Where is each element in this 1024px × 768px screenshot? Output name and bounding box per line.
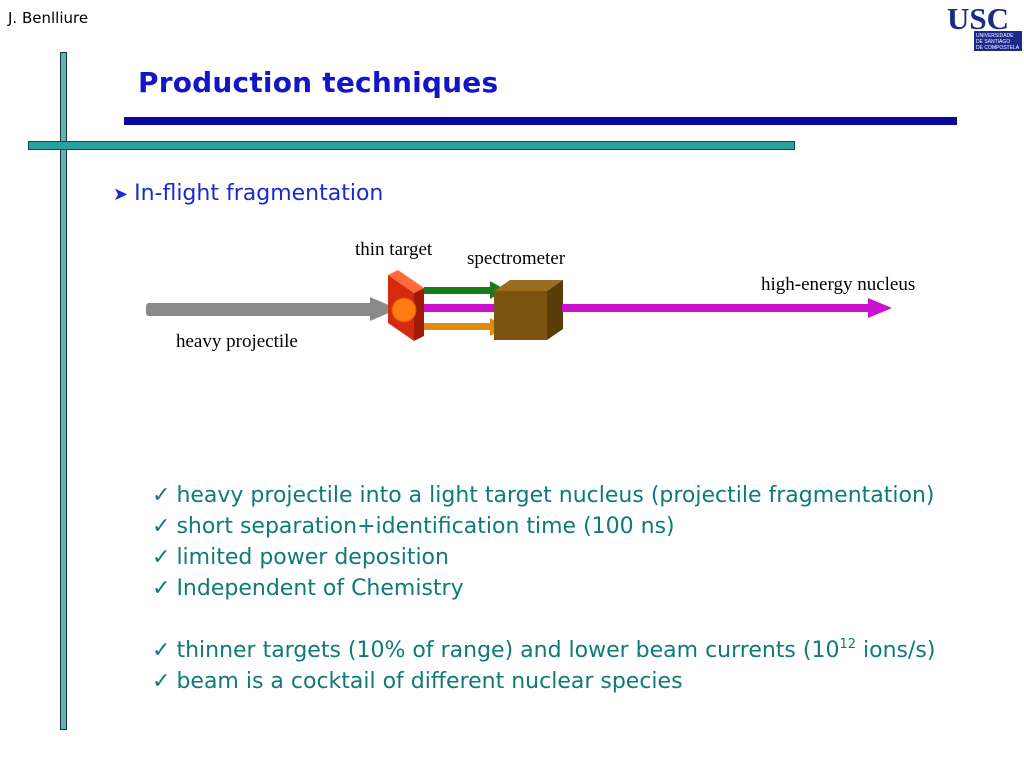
- thin-target: [388, 270, 424, 341]
- fragment-arrow-purple: [424, 304, 504, 312]
- points-list: ✓heavy projectile into a light target nu…: [152, 480, 935, 697]
- logo-subtitle-line-2: DE SANTIAGO: [976, 39, 1010, 45]
- label-high-energy-nucleus: high-energy nucleus: [761, 274, 915, 295]
- high-energy-arrow: [562, 298, 892, 318]
- list-spacer: [152, 604, 935, 635]
- main-bullet-text: In-flight fragmentation: [134, 181, 384, 206]
- label-thin-target: thin target: [355, 239, 433, 260]
- list-item: ✓beam is a cocktail of different nuclear…: [152, 669, 683, 694]
- logo-subtitle-box: [974, 31, 1022, 51]
- author-name: J. Benlliure: [8, 9, 89, 27]
- check-icon: ✓: [152, 483, 171, 508]
- slide-title: Production techniques: [138, 66, 499, 99]
- arrow-bullet-icon: ➤: [113, 184, 129, 205]
- usc-logo: USC UNIVERSIDADE DE SANTIAGO DE COMPOSTE…: [947, 2, 1022, 51]
- fragment-arrow-green: [424, 281, 506, 299]
- horizontal-decor-line: [28, 141, 795, 150]
- title-underline-bar: [124, 117, 957, 125]
- list-item: ✓limited power deposition: [152, 545, 449, 570]
- projectile-arrow: [146, 297, 398, 321]
- list-item: ✓Independent of Chemistry: [152, 576, 464, 601]
- logo-subtitle-line-1: UNIVERSIDADE: [976, 33, 1014, 39]
- check-icon: ✓: [152, 545, 171, 570]
- target-nucleus-icon: [391, 297, 417, 323]
- check-icon: ✓: [152, 514, 171, 539]
- label-spectrometer: spectrometer: [467, 248, 566, 269]
- vertical-decor-line: [60, 52, 67, 730]
- list-item: ✓thinner targets (10% of range) and lowe…: [152, 637, 936, 663]
- fragment-arrow-orange: [424, 318, 506, 336]
- check-icon: ✓: [152, 576, 171, 601]
- list-item: ✓heavy projectile into a light target nu…: [152, 483, 935, 508]
- check-icon: ✓: [152, 638, 171, 663]
- logo-letters: USC: [947, 2, 1009, 36]
- check-icon: ✓: [152, 669, 171, 694]
- main-bullet: ➤In-flight fragmentation: [113, 181, 383, 206]
- list-item: ✓short separation+identification time (1…: [152, 514, 675, 539]
- spectrometer-block: [494, 280, 563, 340]
- logo-subtitle-line-3: DE COMPOSTELA: [976, 45, 1020, 51]
- label-heavy-projectile: heavy projectile: [176, 331, 298, 352]
